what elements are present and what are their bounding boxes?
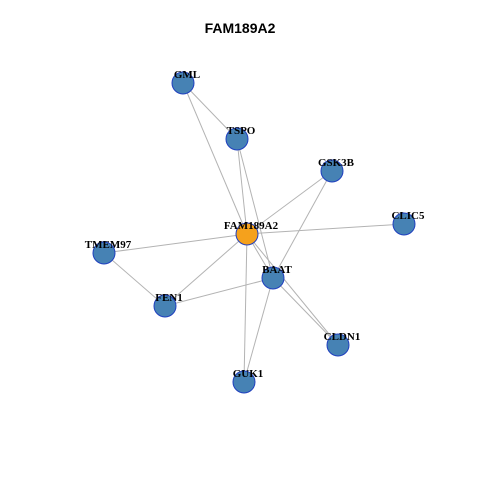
node-cldn1[interactable] (326, 333, 350, 357)
edge-tspo-baat (236, 138, 274, 279)
edge-tmem97-fen1 (103, 252, 166, 307)
edge-tmem97-fam189a2 (103, 233, 248, 254)
node-label-fam189a2: FAM189A2 (224, 220, 279, 232)
edge-baat-guk1 (243, 277, 274, 383)
node-baat[interactable] (261, 266, 285, 290)
edge-fam189a2-guk1 (243, 233, 248, 383)
node-label-guk1: GUK1 (233, 368, 264, 380)
node-gml[interactable] (171, 71, 195, 95)
edge-fam189a2-cldn1 (246, 233, 339, 346)
node-label-tmem97: TMEM97 (85, 239, 132, 251)
edge-clic5-fam189a2 (246, 223, 405, 235)
edge-gml-tspo (182, 82, 238, 140)
node-label-baat: BAAT (262, 264, 292, 276)
node-layer (92, 71, 416, 394)
node-fam189a2[interactable] (235, 222, 259, 246)
node-label-gsk3b: GSK3B (318, 157, 355, 169)
edge-baat-cldn1 (272, 277, 339, 346)
diagram-title: FAM189A2 (204, 20, 276, 36)
node-tspo[interactable] (225, 127, 249, 151)
node-label-cldn1: CLDN1 (324, 331, 361, 343)
edge-tspo-fam189a2 (236, 138, 248, 235)
edge-gml-fam189a2 (182, 82, 248, 235)
node-label-tspo: TSPO (227, 125, 256, 137)
node-label-clic5: CLIC5 (391, 210, 425, 222)
node-tmem97[interactable] (92, 241, 116, 265)
edge-fen1-baat (164, 277, 274, 307)
node-gsk3b[interactable] (320, 159, 344, 183)
edge-fen1-fam189a2 (164, 233, 248, 307)
node-clic5[interactable] (392, 212, 416, 236)
edge-gsk3b-fam189a2 (246, 170, 333, 235)
edge-gsk3b-baat (272, 170, 333, 279)
node-label-gml: GML (174, 69, 200, 81)
node-label-fen1: FEN1 (155, 292, 183, 304)
node-guk1[interactable] (232, 370, 256, 394)
node-fen1[interactable] (153, 294, 177, 318)
